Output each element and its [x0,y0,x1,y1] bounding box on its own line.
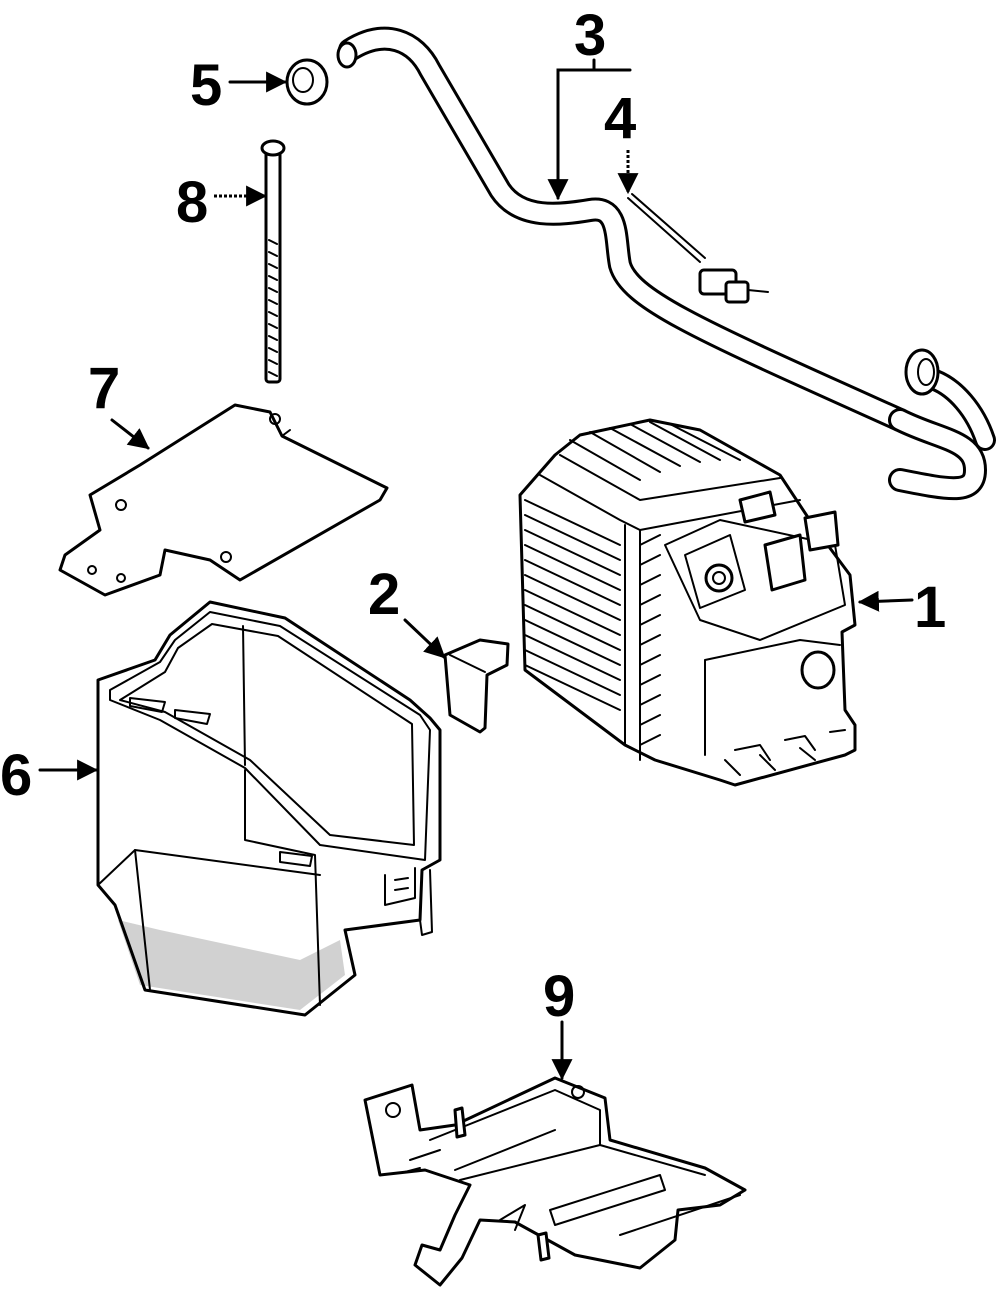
callout-labels: 1 2 3 4 5 6 7 8 9 [0,3,946,1029]
callout-6: 6 [0,743,32,808]
bracket-part [443,638,510,734]
callout-8: 8 [176,170,208,235]
grommet-part [285,58,329,106]
battery-part [518,418,857,787]
carrier-bracket-part [363,1076,747,1287]
vent-hose-part [336,26,996,501]
callout-2: 2 [368,562,400,627]
hold-down-plate-part [58,403,389,597]
hold-down-rod-part [260,139,286,384]
callout-5: 5 [190,53,222,118]
leader-lines [38,58,914,1081]
battery-tray-part [96,600,442,1017]
callout-3: 3 [574,3,606,68]
callout-1: 1 [914,575,946,640]
callout-7: 7 [88,356,120,421]
callout-4: 4 [604,86,636,151]
harness-part [627,193,769,304]
callout-9: 9 [543,964,575,1029]
